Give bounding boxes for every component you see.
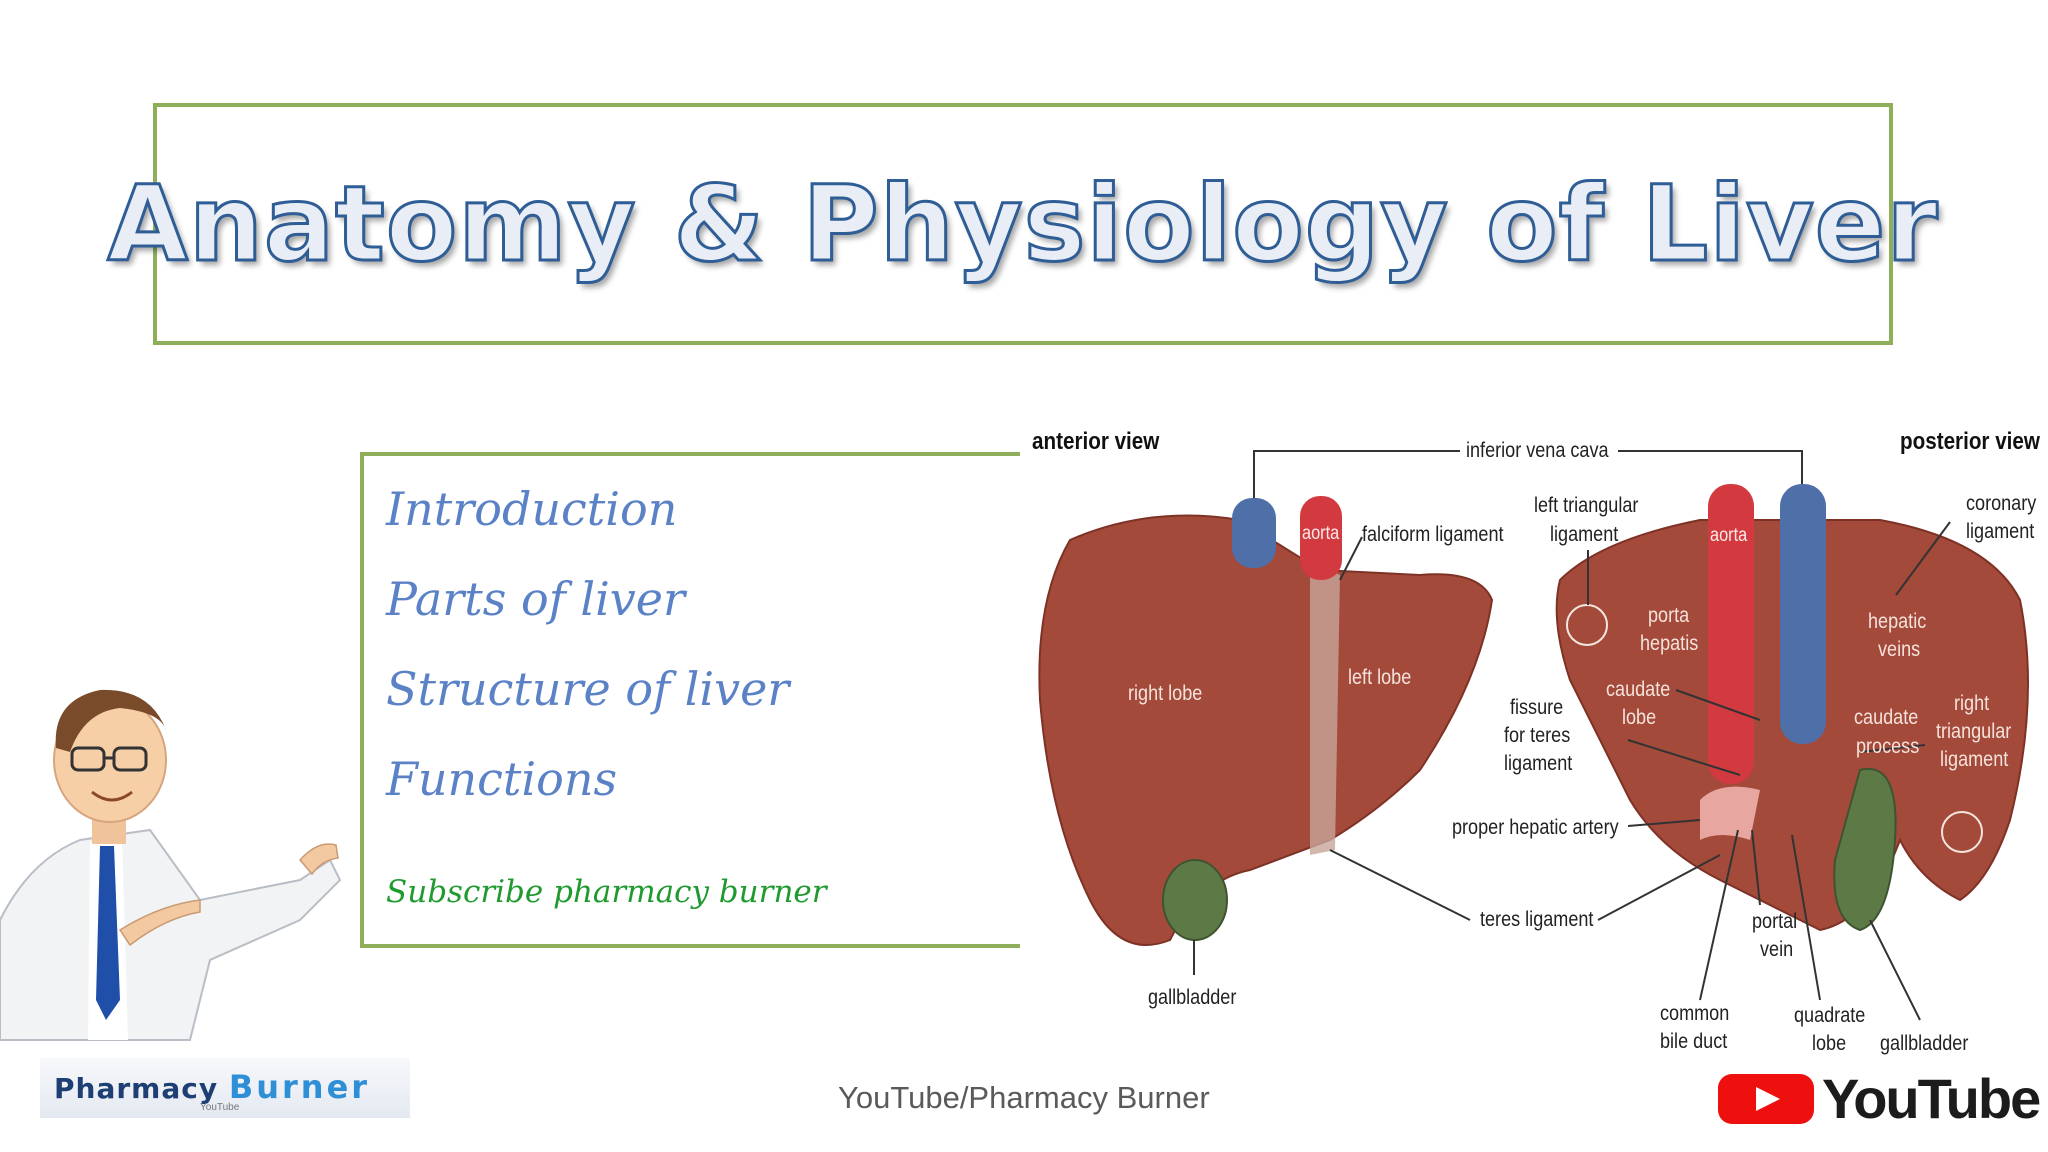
left-triangular-ligament-label-1: left triangular [1534, 494, 1639, 517]
gallbladder-anterior-shape [1162, 859, 1228, 941]
hepatic-veins-label-1: hepatic [1868, 610, 1927, 633]
portal-vein-label-1: portal [1752, 910, 1798, 933]
posterior-view-label: posterior view [1900, 428, 2040, 455]
topic-functions: Functions [386, 752, 618, 806]
aorta-anterior-label: aorta [1302, 523, 1340, 544]
leader-lines [1193, 450, 1951, 1021]
caudate-process-label-1: caudate [1854, 706, 1919, 729]
topic-structure-of-liver: Structure of liver [386, 662, 790, 716]
topics-frame: Introduction Parts of liver Structure of… [360, 452, 1020, 948]
aorta-posterior-label: aorta [1710, 525, 1748, 546]
liver-anterior-shape [1038, 514, 1494, 946]
left-lobe-label: left lobe [1348, 666, 1412, 689]
footer-channel-text: YouTube/Pharmacy Burner [838, 1080, 1210, 1115]
porta-hepatis-label-2: hepatis [1640, 632, 1699, 655]
inferior-vena-cava-label: inferior vena cava [1466, 439, 1609, 462]
brand-logo-part1: Pharmacy [54, 1072, 219, 1105]
fissure-teres-label-3: ligament [1504, 752, 1573, 775]
mascot-figure [0, 689, 342, 1041]
youtube-logo: YouTube [1714, 1067, 2041, 1130]
slide-title: Anatomy & Physiology of Liver [106, 162, 1939, 287]
fissure-teres-label-2: for teres [1504, 724, 1571, 747]
youtube-play-icon [1718, 1074, 1814, 1124]
common-bile-duct-label-2: bile duct [1660, 1030, 1728, 1053]
vena-cava-posterior [1780, 484, 1826, 744]
brand-logo-sub: YouTube [200, 1102, 240, 1113]
topic-introduction: Introduction [386, 482, 678, 536]
caudate-lobe-label-1: caudate [1606, 678, 1671, 701]
porta-hepatis-label-1: porta [1648, 604, 1690, 627]
caudate-process-label-2: process [1856, 735, 1920, 758]
quadrate-lobe-label-1: quadrate [1794, 1004, 1866, 1027]
aorta-anterior [1300, 496, 1342, 580]
coronary-ligament-label-2: ligament [1966, 520, 2035, 543]
proper-hepatic-artery-label: proper hepatic artery [1452, 816, 1619, 839]
right-triangular-ligament-label-1: right [1954, 692, 1990, 715]
subscribe-text: Subscribe pharmacy burner [386, 874, 827, 910]
right-triangular-ligament-label-3: ligament [1940, 748, 2009, 771]
brand-logo-part2: Burner [228, 1068, 371, 1106]
aorta-posterior [1708, 484, 1754, 784]
hepatic-artery-shape [1700, 786, 1760, 840]
topic-parts-of-liver: Parts of liver [386, 572, 685, 626]
quadrate-lobe-label-2: lobe [1812, 1032, 1847, 1055]
right-triangular-ligament-label-2: triangular [1936, 720, 2012, 743]
title-frame: Anatomy & Physiology of Liver [106, 103, 1939, 345]
youtube-wordmark: YouTube [1822, 1067, 2041, 1130]
teres-ligament-label: teres ligament [1480, 908, 1594, 931]
gallbladder-posterior-shape [1833, 767, 1897, 932]
vena-cava-anterior [1232, 498, 1276, 568]
fissure-teres-label-1: fissure [1510, 696, 1564, 719]
right-lobe-label: right lobe [1128, 682, 1203, 705]
common-bile-duct-label-1: common [1660, 1002, 1730, 1025]
left-triangular-ligament-label-2: ligament [1550, 523, 1619, 546]
gallbladder-posterior-label: gallbladder [1880, 1032, 1969, 1055]
anterior-view-label: anterior view [1032, 428, 1160, 455]
falciform-ligament-label: falciform ligament [1362, 523, 1504, 546]
gallbladder-anterior-label: gallbladder [1148, 986, 1237, 1009]
caudate-lobe-label-2: lobe [1622, 706, 1657, 729]
pharmacy-burner-logo: Pharmacy Burner YouTube [40, 1058, 410, 1118]
coronary-ligament-label-1: coronary [1966, 492, 2037, 515]
hepatic-veins-label-2: veins [1878, 638, 1921, 661]
portal-vein-label-2: vein [1760, 938, 1794, 961]
